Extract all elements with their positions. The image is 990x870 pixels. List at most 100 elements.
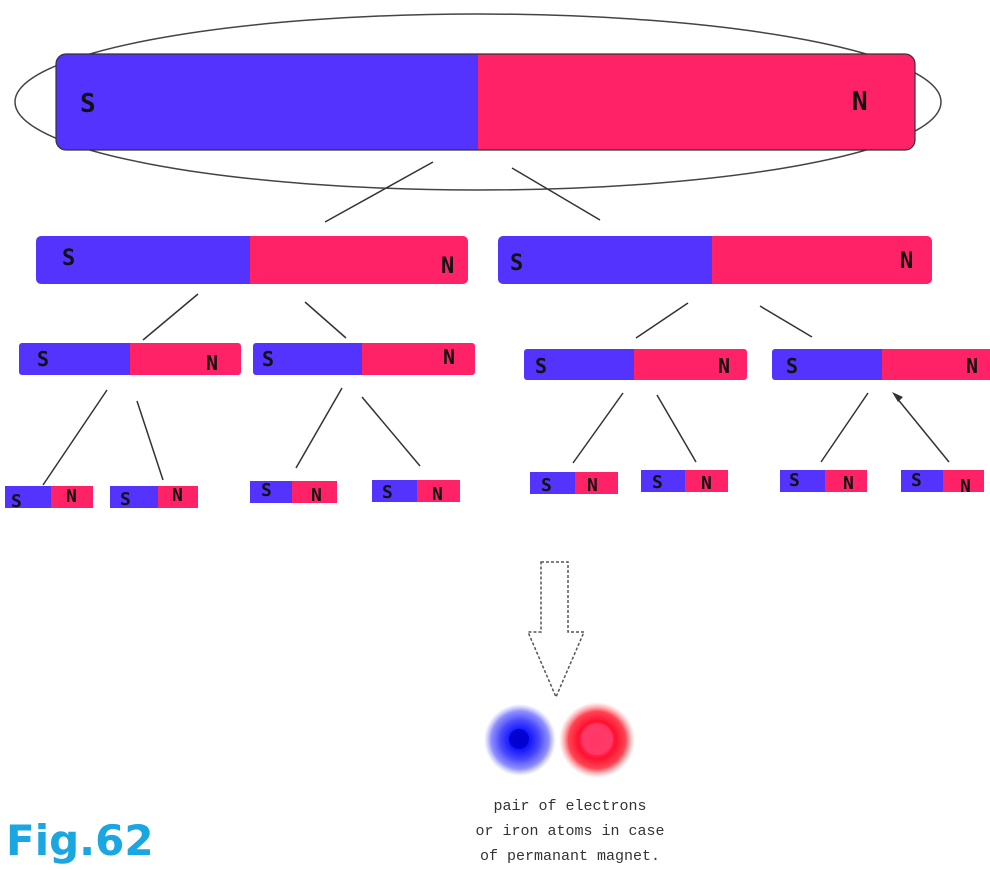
north-pole-segment [130,343,241,375]
north-label: N [441,254,454,279]
north-pole-segment [685,470,728,492]
north-label: N [172,485,183,506]
north-pole-segment [417,480,460,502]
magnet-level-3: S N [5,486,93,512]
caption-line-3: of permanant magnet. [480,848,660,865]
south-label: S [382,482,393,503]
south-label: S [11,491,22,512]
north-label: N [66,486,77,507]
south-label: S [541,475,552,496]
south-pole-segment [772,349,882,380]
south-label: S [262,347,274,371]
connector-line [759,305,813,338]
north-label: N [718,354,730,378]
north-pole-segment [943,470,984,492]
north-pole-segment [362,343,475,375]
connector-line [324,161,434,223]
south-label: S [911,470,922,491]
magnet-level-3: S N [372,480,460,505]
north-label: N [587,475,598,496]
figure-label: Fig.62 [6,816,154,865]
connector-line [295,387,343,469]
south-pole-segment [498,236,712,284]
south-pole-segment [524,349,634,380]
south-label: S [789,470,800,491]
field-loop [14,13,942,191]
down-arrow-icon [526,561,586,699]
connector-line [820,392,869,463]
magnet-level-2: S N [772,349,990,380]
south-label: S [120,489,131,510]
north-pole-segment [712,236,932,284]
connector-line [304,301,347,339]
magnet-level-0: S N [55,53,916,151]
south-label: S [80,89,96,119]
south-label: S [535,354,547,378]
magnet-level-1-left: S N [36,236,468,284]
connector-line [656,394,697,463]
south-pole-segment [110,486,158,508]
north-pole-segment [292,481,337,503]
arrowhead [892,392,903,402]
connector-line [572,392,624,464]
north-pole-segment [882,349,990,380]
magnet-level-3: S N [901,470,984,497]
north-pole-segment [575,472,618,494]
south-pole-segment [253,343,362,375]
south-label: S [261,480,272,501]
south-label: S [510,251,523,276]
caption-line-2: or iron atoms in case [475,823,664,840]
magnet-level-1-right: S N [498,236,932,284]
connector-line [42,389,108,486]
north-label: N [843,473,854,494]
north-label: N [966,354,978,378]
caption-line-1: pair of electrons [493,798,646,815]
south-pole-segment [641,470,685,492]
south-pole-segment [19,343,130,375]
north-pole-segment [158,486,198,508]
south-label: S [62,246,75,271]
connector-line [361,396,421,467]
north-label: N [443,345,455,369]
magnet-level-3: S N [530,472,618,496]
south-pole-segment [5,486,51,508]
south-pole-segment [530,472,575,494]
magnet-level-3: S N [780,470,867,494]
north-label: N [311,485,322,506]
connector-line [142,293,199,341]
south-pole-segment [250,481,292,503]
connector-line [635,302,689,339]
north-label: N [960,476,971,497]
south-pole-segment [780,470,825,492]
electron-pair-caption: pair of electrons or iron atoms in case … [475,798,664,865]
connector-line [511,167,601,221]
electron-pair [484,702,635,778]
north-pole-segment [51,486,93,508]
north-pole-segment [825,470,867,492]
south-label: S [37,347,49,371]
magnet-level-3: S N [110,485,198,510]
arrow-line [895,396,950,463]
north-label: N [900,249,913,274]
south-pole-segment [36,236,250,284]
north-label: N [852,87,868,117]
south-label: S [652,472,663,493]
north-pole-segment [478,54,915,150]
magnet-level-2: S N [253,343,475,375]
south-label: S [786,354,798,378]
magnet-level-3: S N [641,470,728,494]
north-pole-segment [634,349,747,380]
connector-line [136,400,164,481]
magnet-level-2: S N [524,349,747,380]
magnet-level-2: S N [19,343,241,375]
north-pole-segment [250,236,468,284]
division-lines [42,161,950,486]
magnet-level-3: S N [250,480,337,506]
north-label: N [432,484,443,505]
north-label: N [701,473,712,494]
north-label: N [206,351,218,375]
south-pole-segment [56,54,478,150]
south-pole-segment [372,480,417,502]
south-pole-segment [901,470,943,492]
